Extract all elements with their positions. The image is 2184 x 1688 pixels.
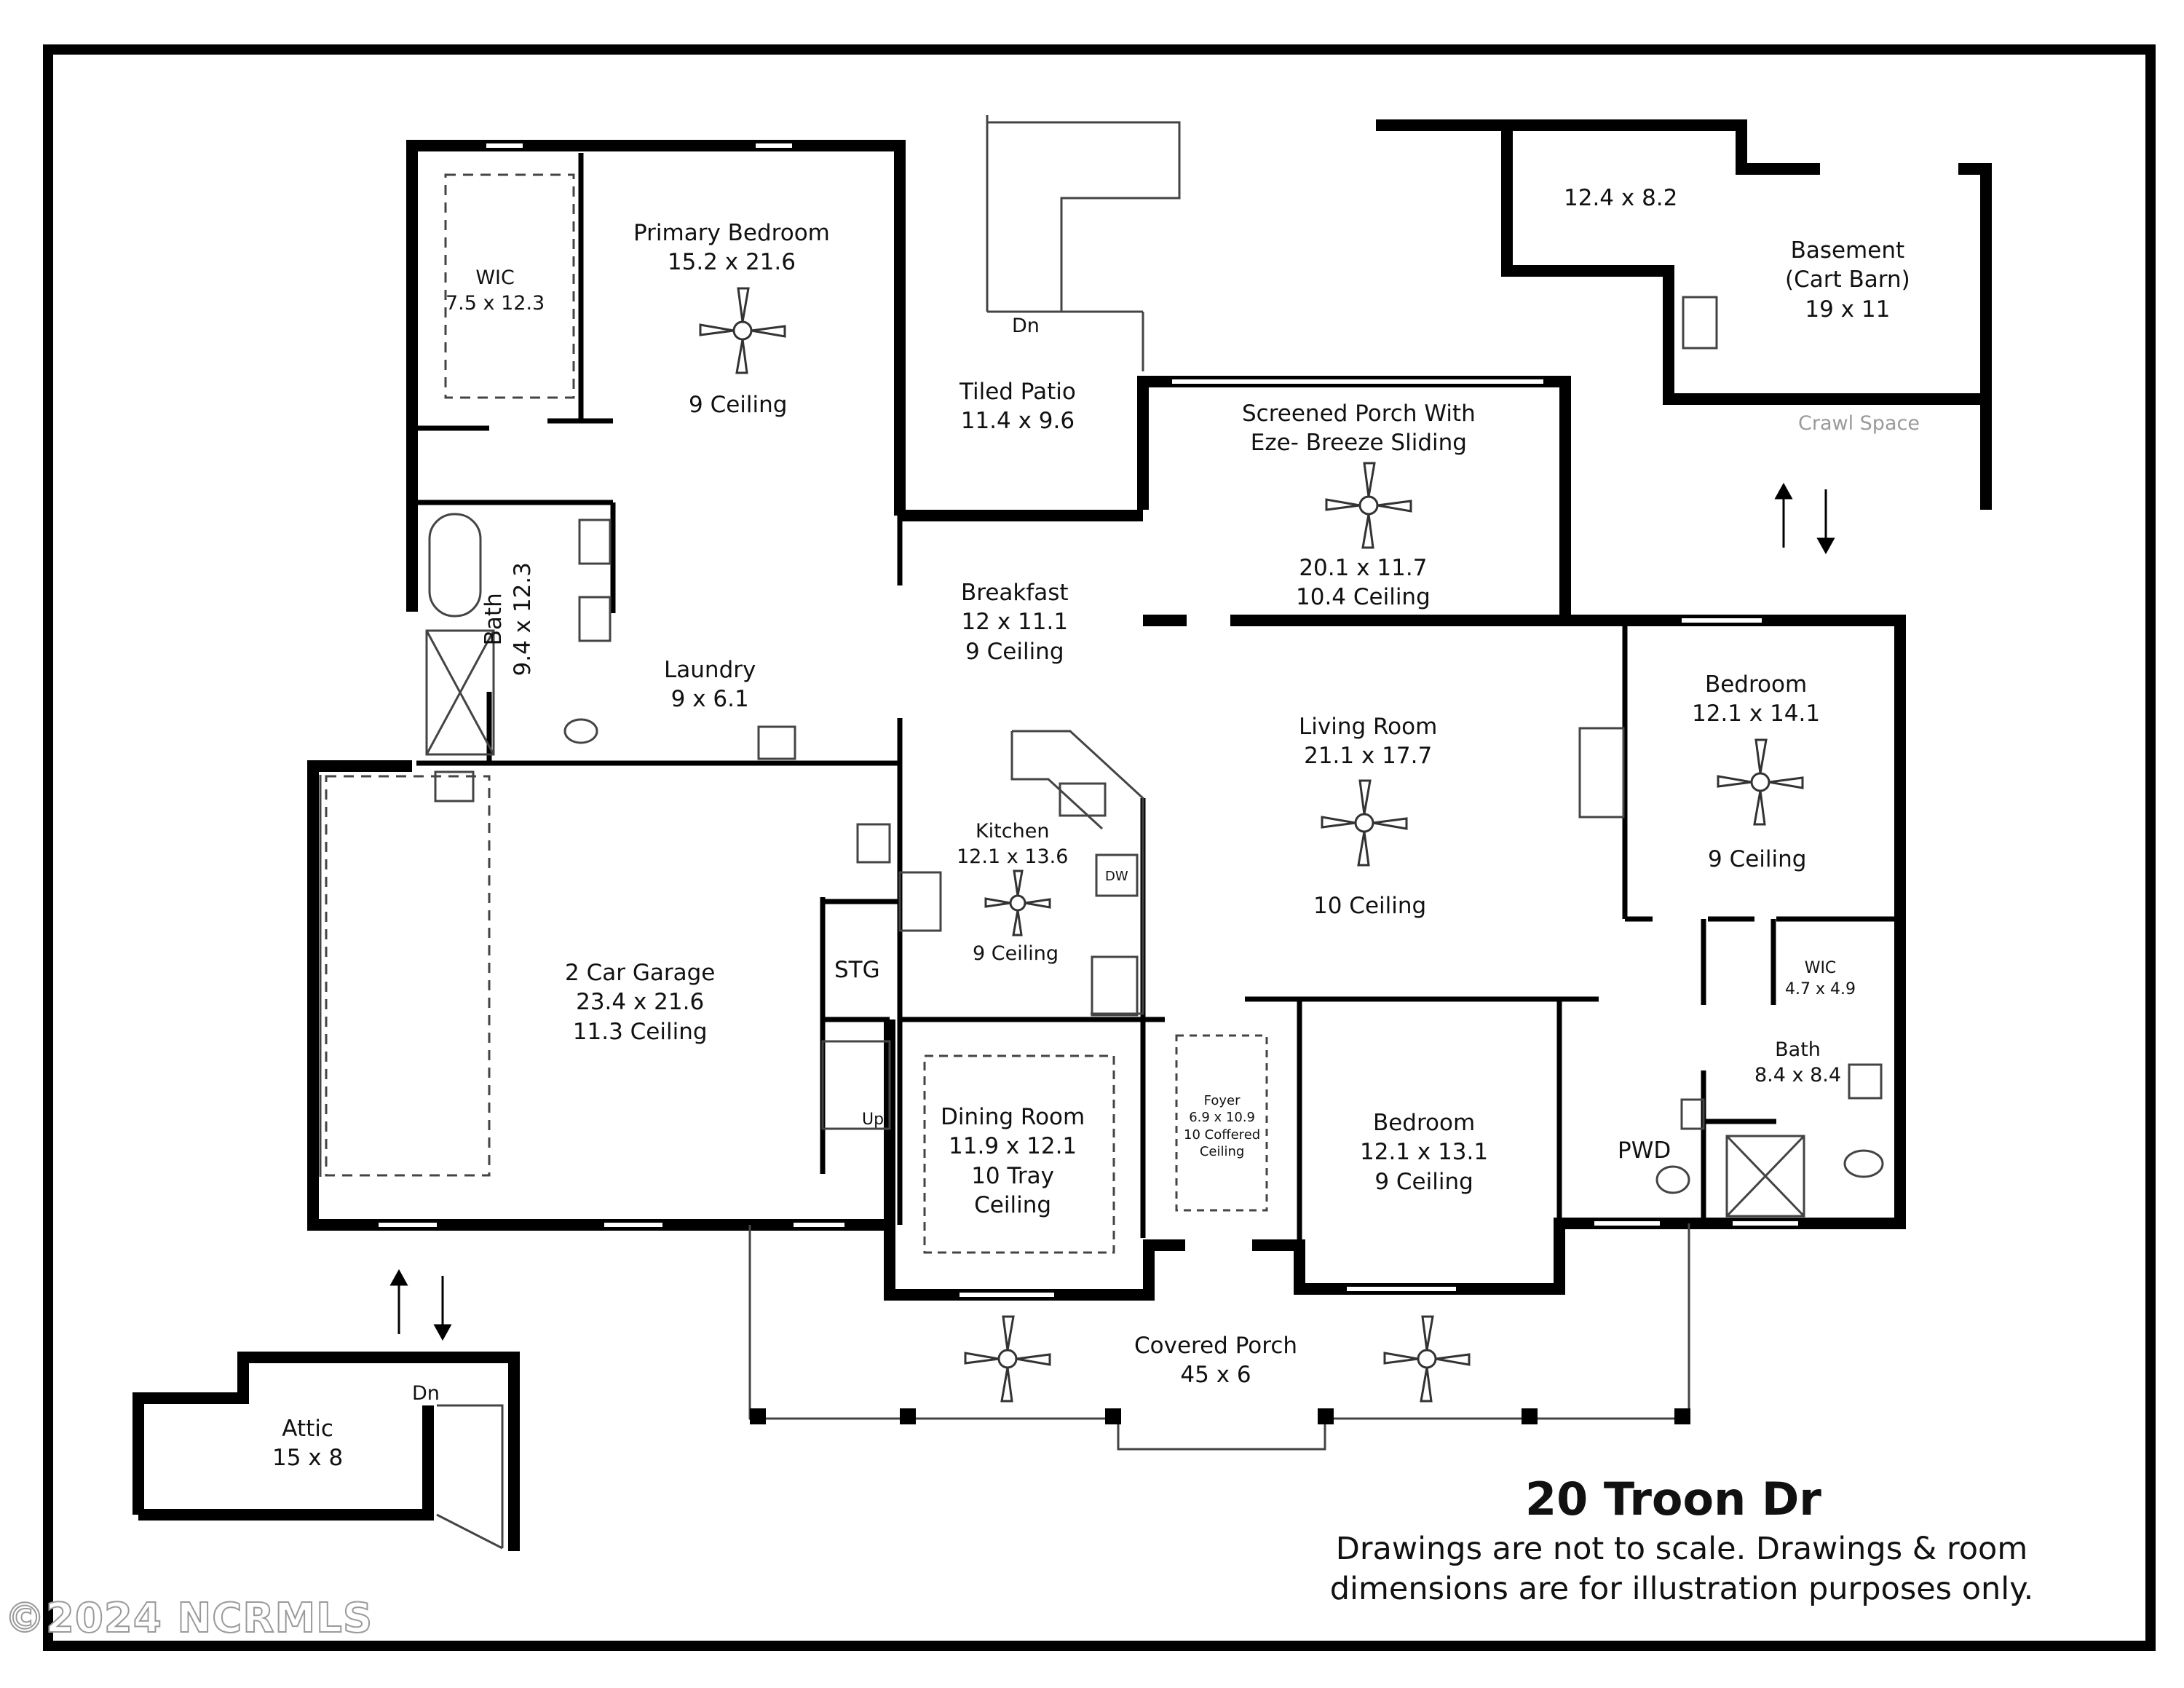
- label-garage-stair: Up: [862, 1111, 885, 1129]
- porch-posts: [750, 1408, 1690, 1424]
- copyright-watermark: ©2024 NCRMLS: [4, 1594, 373, 1643]
- label-kitchen-ceiling: 9 Ceiling: [973, 942, 1059, 965]
- property-address: 20 Troon Dr: [1525, 1472, 1821, 1526]
- label-bedroom-ne-ceiling: 9 Ceiling: [1708, 846, 1807, 872]
- windows: [379, 143, 1798, 1297]
- interior-walls: [416, 153, 1900, 1289]
- label-patio-stair: Dn: [1012, 315, 1040, 337]
- stair-arrows: [389, 482, 1835, 1341]
- label-basement: Basement(Cart Barn)19 x 11: [1785, 237, 1910, 323]
- disclaimer-text: Drawings are not to scale. Drawings & ro…: [1289, 1529, 2075, 1609]
- label-dishwasher: DW: [1105, 869, 1128, 884]
- ceiling-fan-icons: [699, 287, 1804, 1403]
- label-powder: PWD: [1618, 1137, 1671, 1164]
- label-storage: STG: [834, 957, 880, 983]
- disclaimer-line-1: Drawings are not to scale. Drawings & ro…: [1335, 1531, 2028, 1567]
- label-crawl-space: Crawl Space: [1798, 412, 1920, 435]
- fixtures: [319, 115, 1884, 1550]
- page-frame: [43, 44, 2156, 1651]
- label-basement-small: 12.4 x 8.2: [1564, 185, 1678, 211]
- label-primary-bedroom-ceiling: 9 Ceiling: [689, 392, 788, 418]
- label-attic-stair: Dn: [412, 1382, 440, 1405]
- label-living-room-ceiling: 10 Ceiling: [1313, 893, 1427, 919]
- disclaimer-line-2: dimensions are for illustration purposes…: [1329, 1571, 2034, 1608]
